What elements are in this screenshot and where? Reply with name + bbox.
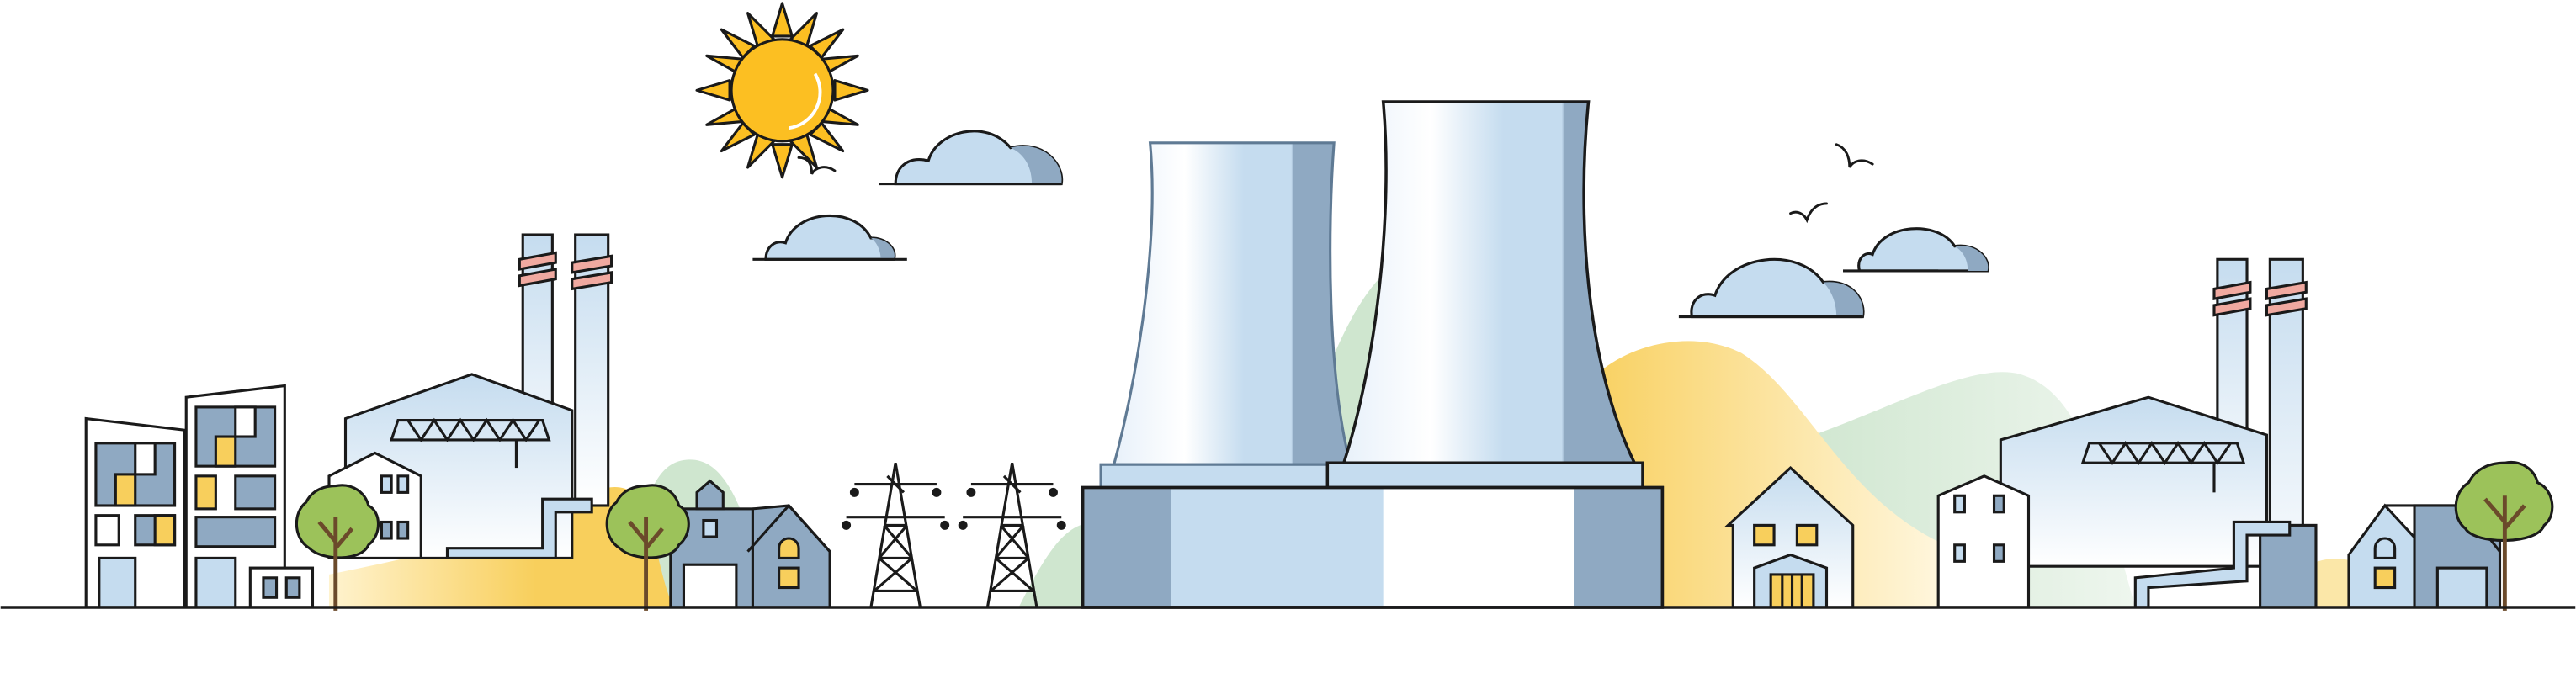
power-pylon — [958, 462, 1066, 608]
clouds — [752, 130, 1989, 319]
cloud-icon — [1678, 257, 1865, 319]
cooling-tower-left — [1099, 141, 1352, 490]
bird-icon — [1835, 143, 1874, 168]
apartment-building — [184, 384, 315, 609]
sun-icon — [695, 2, 869, 179]
cloud-icon — [879, 130, 1064, 186]
cloud-icon — [752, 214, 907, 261]
cooling-tower-right — [1325, 100, 1644, 490]
reactor-base — [1081, 485, 1665, 609]
hill — [1018, 522, 1093, 607]
tree-icon — [295, 484, 380, 611]
factory — [1936, 257, 2318, 609]
tree-icon — [605, 484, 690, 611]
bird-icon — [797, 156, 837, 175]
pipe — [2133, 520, 2292, 609]
tree-icon — [2454, 460, 2554, 611]
bird-icon — [1789, 202, 1828, 224]
power-pylon — [842, 462, 950, 608]
pipe — [445, 497, 593, 559]
birds — [797, 143, 1874, 224]
cloud-icon — [1843, 227, 1989, 273]
apartment-building — [84, 416, 186, 609]
house — [1724, 465, 1855, 609]
